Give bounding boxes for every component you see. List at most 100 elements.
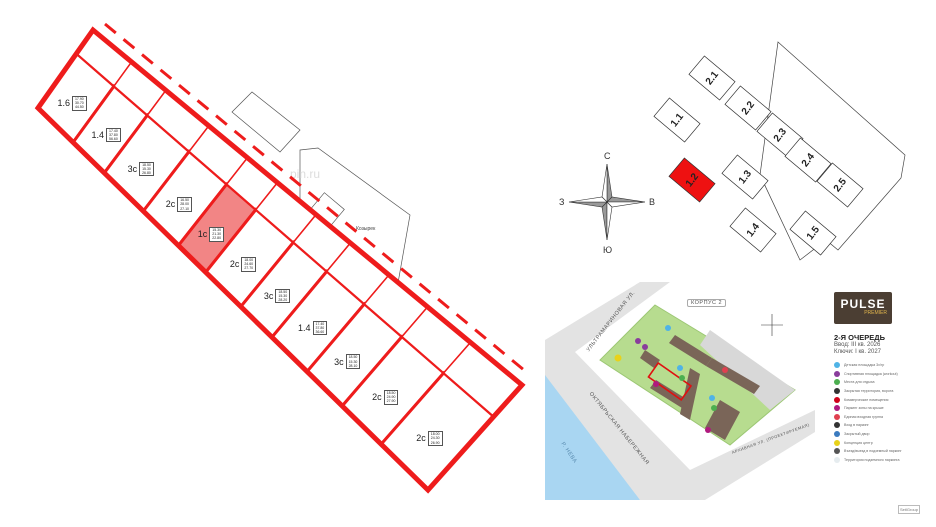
legend-icon [834, 456, 840, 463]
compass-west: З [559, 197, 564, 207]
legend-label: Детская площадка 3x/гр [844, 363, 885, 368]
legend-label: Въезд/выезд в подземный паркинг [844, 449, 902, 454]
section-1.3[interactable] [721, 154, 769, 200]
legend-item: Концепция центр [834, 438, 934, 447]
legend-item: Спортивная площадка (workout) [834, 370, 934, 379]
legend-label: Территория подземного паркинга [844, 457, 900, 462]
legend-item: Детская площадка 3x/гр [834, 361, 934, 370]
glazing-strip [104, 22, 531, 377]
compass-east: В [649, 197, 655, 207]
watermark: pin.ru [290, 167, 320, 181]
legend-label: Места для отдыха [844, 380, 875, 385]
legend-label: Паркинг зоны на крыше [844, 406, 884, 411]
parking-area [700, 330, 795, 410]
section-2.4[interactable] [784, 137, 832, 183]
section-1.5[interactable] [789, 210, 837, 256]
legend-icon [834, 431, 840, 438]
section-1.2[interactable] [668, 157, 716, 203]
legend-item: Паркинг зоны на крыше [834, 404, 934, 413]
legend-icon [834, 422, 840, 429]
selected-section-outline [647, 361, 693, 401]
legend-label: Закрытая территория, ворота [844, 389, 894, 394]
legend-label: Спортивная площадка (workout) [844, 371, 898, 376]
section-2.5[interactable] [816, 162, 864, 208]
legend-label: Вход в паркинг [844, 423, 869, 428]
stage-title: 2-Я ОЧЕРЕДЬ [834, 333, 885, 342]
legend-icon [834, 439, 840, 446]
legend-icon [834, 388, 840, 395]
legend-icon [834, 413, 840, 420]
legend-icon [834, 396, 840, 403]
pulse-logo: PULSE PREMIER [834, 292, 892, 324]
legend-icon [834, 448, 840, 455]
legend-item: Въезд/выезд в подземный паркинг [834, 447, 934, 456]
legend-label: Единая входная группа [844, 414, 883, 419]
legend-item: Вход в паркинг [834, 421, 934, 430]
outer-wall [34, 26, 526, 494]
compass-north: С [604, 151, 611, 161]
road [545, 282, 815, 500]
section-1.4[interactable] [729, 207, 777, 253]
legend-item: Места для отдыха [834, 378, 934, 387]
unit-type: 2c [165, 199, 176, 210]
legend-label: Коммерческие помещения [844, 397, 889, 402]
unit-type: 3c [127, 163, 138, 174]
legend-icon [834, 362, 840, 369]
unit-type: 1.4 [297, 322, 311, 333]
legend-panel: PULSE PREMIER 2-Я ОЧЕРЕДЬ Ввод: III кв. … [834, 292, 934, 464]
unit-type: 3c [263, 291, 274, 302]
keys-date: Ключи: I кв. 2027 [834, 349, 882, 355]
legend-item: Территория подземного паркинга [834, 456, 934, 465]
map-compass [761, 314, 783, 336]
unit-type: 2c [416, 433, 426, 444]
section-2.1[interactable] [688, 55, 736, 101]
canopy-label: Козырек [356, 226, 376, 232]
section-1.1[interactable] [653, 97, 701, 143]
legend-icon [834, 379, 840, 386]
legend-label: Закрытый двор [844, 432, 870, 437]
unit-type: 1c [197, 229, 208, 240]
legend-item: Единая входная группа [834, 413, 934, 422]
legend-item: Коммерческие помещения [834, 395, 934, 404]
legend-label: Концепция центр [844, 440, 873, 445]
legend-icon [834, 405, 840, 412]
delivery-date: Ввод: III кв. 2026 [834, 342, 881, 348]
courtyard-outline [759, 41, 906, 261]
river [545, 375, 640, 500]
legend-icon [834, 370, 840, 377]
compass-south: Ю [603, 245, 612, 255]
unit-type: 1.6 [57, 98, 70, 109]
unit-type: 2c [372, 392, 382, 403]
stair-core [231, 91, 301, 153]
building-label: КОРПУС 2 [687, 299, 727, 307]
unit-type: 3c [334, 356, 344, 367]
compass: С З В Ю [559, 151, 655, 255]
unit-type: 1.4 [91, 130, 105, 141]
section-2.2[interactable] [724, 85, 772, 131]
legend-item: Закрытая территория, ворота [834, 387, 934, 396]
buildings [640, 335, 760, 440]
unit-type: 2c [229, 259, 240, 270]
